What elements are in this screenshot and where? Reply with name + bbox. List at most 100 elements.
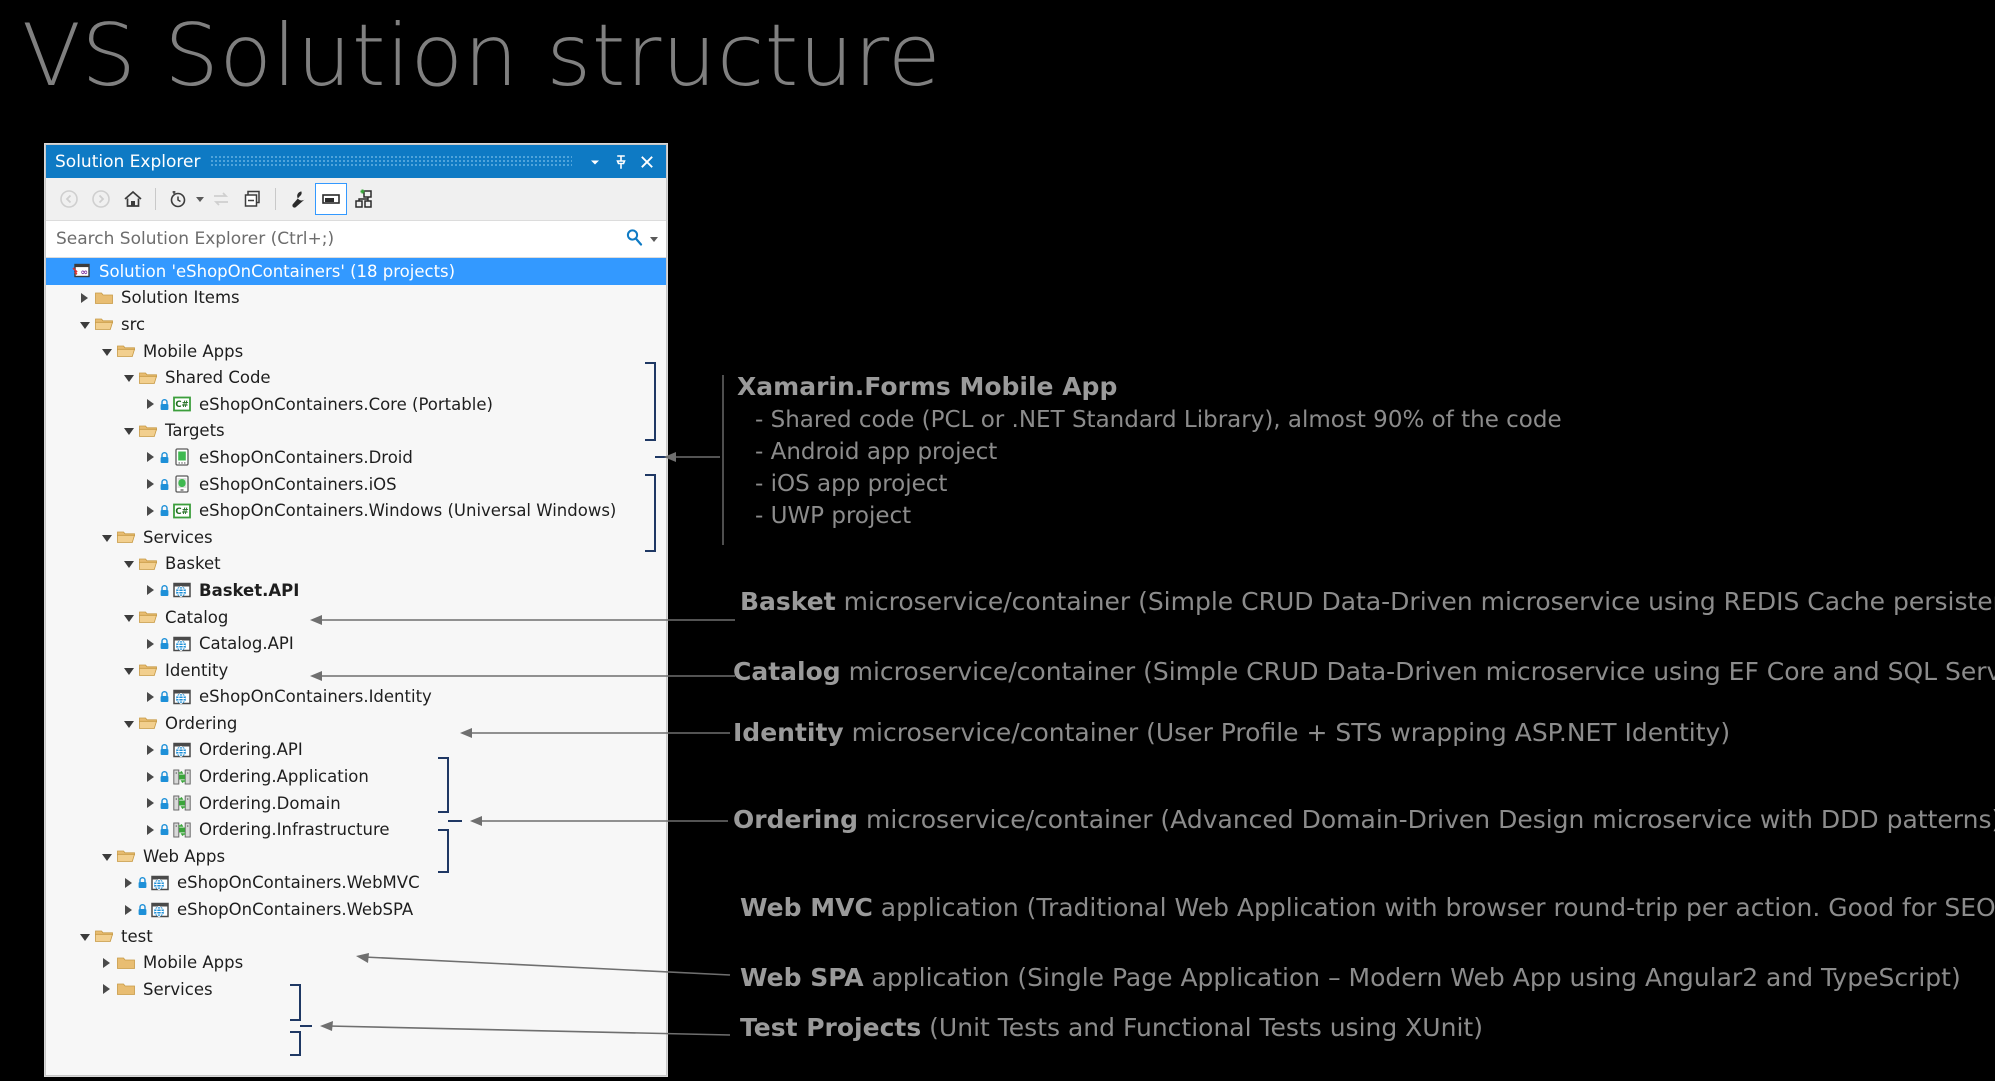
expand-triangle-icon[interactable]	[120, 897, 137, 923]
lock-icon	[159, 584, 170, 597]
expand-triangle-icon[interactable]	[142, 790, 159, 816]
tree-row-label: Web Apps	[143, 846, 226, 866]
pin-icon[interactable]	[608, 149, 634, 175]
expand-triangle-icon[interactable]	[98, 950, 115, 976]
tree-row[interactable]: Catalog.API	[46, 630, 666, 657]
tree-row[interactable]: C#eShopOnContainers.Core (Portable)	[46, 391, 666, 418]
tree-row[interactable]: Identity	[46, 657, 666, 684]
annotation-basket: Basket microservice/container (Simple CR…	[740, 587, 1995, 616]
expand-triangle-icon[interactable]	[142, 631, 159, 657]
tree-row[interactable]: Ordering.Domain	[46, 790, 666, 817]
tree-row[interactable]: Basket	[46, 551, 666, 578]
expand-triangle-icon[interactable]	[142, 577, 159, 603]
solution-explorer-toolbar	[46, 178, 666, 221]
svg-text:C#: C#	[175, 507, 188, 517]
annotation-xamarin: Xamarin.Forms Mobile App - Shared code (…	[737, 372, 1562, 529]
expand-triangle-icon[interactable]	[120, 870, 137, 896]
tree-row[interactable]: Shared Code	[46, 364, 666, 391]
collapse-triangle-icon[interactable]	[120, 551, 137, 577]
tree-row[interactable]: Ordering.API	[46, 737, 666, 764]
preview-selected-items-button[interactable]	[315, 183, 347, 215]
tree-row[interactable]: Mobile Apps	[46, 338, 666, 365]
sync-with-active-document-button[interactable]	[206, 184, 236, 214]
search-bar[interactable]: Search Solution Explorer (Ctrl+;)	[46, 221, 666, 258]
expand-triangle-icon[interactable]	[142, 498, 159, 524]
home-button[interactable]	[118, 184, 148, 214]
tree-row[interactable]: Catalog	[46, 604, 666, 631]
dropdown-icon[interactable]	[582, 149, 608, 175]
tree-row[interactable]: Solution Items	[46, 285, 666, 312]
search-icon[interactable]	[624, 227, 644, 252]
annotation-identity-rest: microservice/container (User Profile + S…	[843, 718, 1731, 747]
close-icon[interactable]	[634, 149, 660, 175]
tree-row[interactable]: C#eShopOnContainers.Windows (Universal W…	[46, 497, 666, 524]
collapse-triangle-icon[interactable]	[120, 365, 137, 391]
collapse-all-button[interactable]	[238, 184, 268, 214]
collapse-triangle-icon[interactable]	[98, 843, 115, 869]
back-button[interactable]	[54, 184, 84, 214]
tree-row[interactable]: Basket.API	[46, 577, 666, 604]
tree-row-label: Ordering.Application	[199, 767, 369, 787]
lock-icon	[137, 903, 148, 916]
web-icon	[171, 739, 193, 761]
annotation-basket-rest: microservice/container (Simple CRUD Data…	[835, 587, 1995, 616]
tree-row[interactable]: Ordering.Application	[46, 763, 666, 790]
annotation-catalog: Catalog microservice/container (Simple C…	[733, 657, 1995, 686]
tree-row[interactable]: Services	[46, 524, 666, 551]
pending-changes-button[interactable]	[163, 184, 193, 214]
tree-row[interactable]: Web Apps	[46, 843, 666, 870]
folder-open-icon	[137, 367, 159, 389]
collapse-triangle-icon[interactable]	[120, 710, 137, 736]
annotation-catalog-bold: Catalog	[733, 657, 841, 686]
expand-triangle-icon[interactable]	[98, 976, 115, 1002]
tree-row-label: Ordering.API	[199, 740, 303, 760]
tree-row[interactable]: eShopOnContainers.Identity	[46, 684, 666, 711]
tree-row[interactable]: Services	[46, 976, 666, 1003]
collapse-triangle-icon[interactable]	[98, 524, 115, 550]
search-input[interactable]: Search Solution Explorer (Ctrl+;)	[56, 229, 335, 249]
collapse-triangle-icon[interactable]	[120, 604, 137, 630]
collapse-triangle-icon[interactable]	[98, 338, 115, 364]
android-icon	[171, 446, 193, 468]
properties-button[interactable]	[283, 184, 313, 214]
annotation-webmvc-bold: Web MVC	[740, 893, 873, 922]
collapse-triangle-icon[interactable]	[120, 418, 137, 444]
collapse-triangle-icon[interactable]	[120, 657, 137, 683]
annotation-tests-rest: (Unit Tests and Functional Tests using X…	[921, 1013, 1483, 1042]
expand-triangle-icon[interactable]	[142, 737, 159, 763]
collapse-triangle-icon[interactable]	[76, 923, 93, 949]
folder-open-icon	[93, 313, 115, 335]
tree-row[interactable]: Mobile Apps	[46, 949, 666, 976]
web-icon	[149, 899, 171, 921]
search-dropdown-icon[interactable]	[650, 236, 658, 242]
expand-triangle-icon[interactable]	[142, 444, 159, 470]
pending-changes-dropdown-icon[interactable]	[196, 196, 204, 202]
expand-triangle-icon[interactable]	[142, 471, 159, 497]
tree-row[interactable]: test	[46, 923, 666, 950]
expand-triangle-icon[interactable]	[142, 817, 159, 843]
expand-triangle-icon[interactable]	[76, 285, 93, 311]
tree-row[interactable]: Ordering.Infrastructure	[46, 816, 666, 843]
tree-row[interactable]: Targets	[46, 418, 666, 445]
expand-triangle-icon[interactable]	[142, 764, 159, 790]
tree-row-label: eShopOnContainers.Core (Portable)	[199, 394, 493, 414]
folder-open-icon	[93, 925, 115, 947]
lock-icon	[159, 398, 170, 411]
lock-icon	[159, 797, 170, 810]
tree-row-selected[interactable]: ∞Solution 'eShopOnContainers' (18 projec…	[46, 258, 666, 285]
tree-row[interactable]: Ordering	[46, 710, 666, 737]
library-icon	[171, 792, 193, 814]
forward-button[interactable]	[86, 184, 116, 214]
tree-row[interactable]: src	[46, 311, 666, 338]
collapse-triangle-icon[interactable]	[76, 311, 93, 337]
expand-triangle-icon[interactable]	[142, 684, 159, 710]
tree-row-label: eShopOnContainers.WebSPA	[177, 900, 414, 920]
expand-triangle-icon[interactable]	[142, 391, 159, 417]
tree-row[interactable]: eShopOnContainers.WebMVC	[46, 870, 666, 897]
tree-row[interactable]: eShopOnContainers.Droid	[46, 444, 666, 471]
show-all-files-button[interactable]	[349, 184, 379, 214]
tree-row[interactable]: eShopOnContainers.WebSPA	[46, 896, 666, 923]
tree-row[interactable]: eShopOnContainers.iOS	[46, 471, 666, 498]
tree-row-label: eShopOnContainers.iOS	[199, 474, 397, 494]
